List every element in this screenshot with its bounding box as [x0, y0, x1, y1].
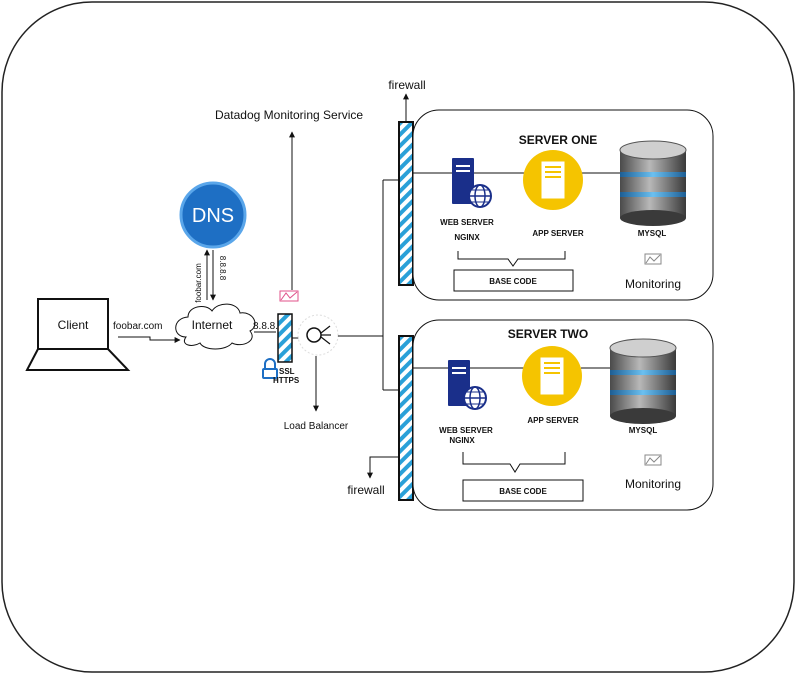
server-two-code-brace — [462, 452, 566, 473]
server-two-firewall — [398, 335, 414, 501]
firewall-bottom-label: firewall — [347, 483, 384, 497]
client-laptop-icon[interactable] — [25, 298, 131, 371]
firewall-top-label: firewall — [388, 78, 425, 92]
server-two-db-label: MYSQL — [629, 426, 658, 435]
internet-cloud-icon[interactable] — [175, 303, 256, 350]
server-one-monitoring-label: Monitoring — [625, 277, 681, 291]
client-label: Client — [58, 318, 89, 332]
server-two-mysql-db-icon[interactable] — [609, 338, 677, 424]
server-one-app-server-icon[interactable] — [523, 150, 583, 210]
firewall-bottom-arrow — [367, 456, 399, 479]
server-two-web-sub: NGINX — [449, 436, 475, 445]
server-one-web-server-icon[interactable] — [452, 158, 492, 208]
monitoring-service-label: Datadog Monitoring Service — [215, 108, 363, 122]
server-one-code-label: BASE CODE — [489, 277, 537, 286]
server-one-mysql-db-icon[interactable] — [619, 140, 687, 226]
server-two-app-server-icon[interactable] — [522, 346, 582, 406]
server-two-title: SERVER TWO — [508, 327, 588, 341]
internet-ip-label: 8.8.8.8 — [253, 321, 284, 332]
dns-label: DNS — [192, 205, 234, 227]
ssl-label: SSL — [279, 367, 295, 376]
load-balancer-icon[interactable] — [297, 314, 339, 356]
server-two-monitoring-label: Monitoring — [625, 477, 681, 491]
server-one: SERVER ONE WEB SERVER NGINX APP SERVER — [412, 109, 714, 301]
https-label: HTTPS — [273, 376, 300, 385]
lb-firewall — [277, 313, 293, 363]
internet-label: Internet — [192, 318, 233, 332]
dns-query-label: foobar.com — [194, 263, 203, 303]
server-one-code-box — [453, 269, 574, 292]
server-one-web-sub: NGINX — [454, 233, 480, 242]
lock-icon — [262, 358, 278, 379]
monitoring-agent-icon — [279, 290, 299, 302]
client-to-internet-connector — [118, 336, 181, 343]
server-one-title: SERVER ONE — [519, 133, 597, 147]
server-one-app-label: APP SERVER — [532, 229, 584, 238]
server-one-code-brace — [457, 251, 566, 267]
server-two-web-server-icon[interactable] — [448, 360, 487, 410]
load-balancer-label: Load Balancer — [284, 421, 349, 432]
dns-icon[interactable] — [179, 181, 247, 249]
server-one-web-label: WEB SERVER — [440, 218, 494, 227]
dns-answer-label: 8.8.8.8 — [218, 256, 227, 281]
client-domain-label: foobar.com — [113, 321, 162, 332]
server-one-monitoring-icon — [644, 253, 662, 265]
server-one-firewall — [398, 121, 414, 286]
server-two-code-label: BASE CODE — [499, 487, 547, 496]
server-two-web-label: WEB SERVER — [439, 426, 493, 435]
server-two: SERVER TWO WEB SERVER NGINX APP SERVER — [412, 319, 714, 511]
server-two-monitoring-icon — [644, 454, 662, 466]
server-two-code-box — [462, 479, 584, 502]
server-one-db-label: MYSQL — [638, 229, 667, 238]
server-two-app-label: APP SERVER — [527, 416, 579, 425]
